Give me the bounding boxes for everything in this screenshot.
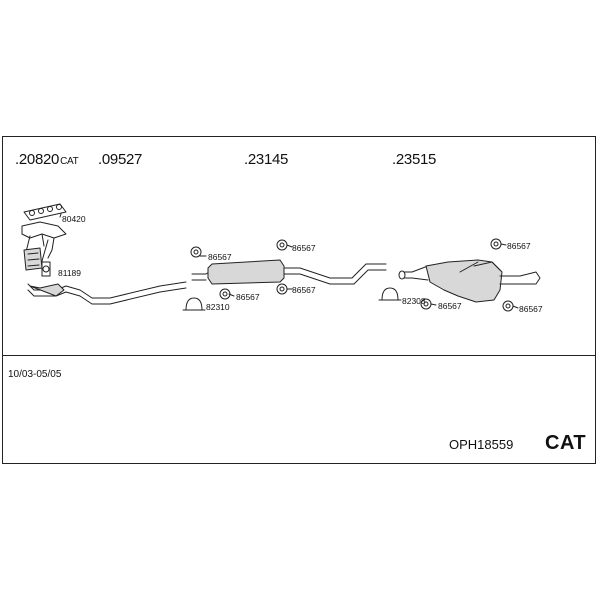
part-number-09527: .09527	[98, 151, 143, 168]
middle-muffler-icon	[191, 259, 387, 285]
kit-code: OPH18559	[449, 437, 514, 452]
part-number-text: .20820	[15, 151, 60, 168]
part-number-23145: .23145	[244, 151, 289, 168]
front-pipe-icon	[27, 281, 187, 305]
pipe-clamp-icon	[182, 287, 402, 311]
date-range: 10/03-05/05	[8, 369, 62, 380]
part-number-23515: .23515	[392, 151, 437, 168]
rubber-hanger-icon	[190, 238, 514, 312]
ref-86567: 86567	[519, 304, 543, 314]
ref-86567: 86567	[438, 301, 462, 311]
cat-label: CAT	[545, 432, 587, 454]
diagram-frame	[2, 136, 596, 464]
part-number-20820: .20820CAT	[15, 151, 79, 168]
flange-gasket-icon	[41, 261, 51, 277]
ref-86567: 86567	[236, 292, 260, 302]
ref-82308: 82308	[402, 296, 426, 306]
ref-82310: 82310	[206, 302, 230, 312]
manifold-gasket-icon	[23, 203, 67, 221]
ref-86567: 86567	[507, 241, 531, 251]
ref-86567: 86567	[292, 243, 316, 253]
separator-line	[2, 355, 596, 356]
ref-81189: 81189	[58, 268, 82, 278]
part-suffix: CAT	[60, 156, 79, 167]
ref-80420: 80420	[62, 214, 86, 224]
ref-86567: 86567	[292, 285, 316, 295]
ref-86567: 86567	[208, 252, 232, 262]
rear-muffler-icon	[398, 259, 541, 303]
